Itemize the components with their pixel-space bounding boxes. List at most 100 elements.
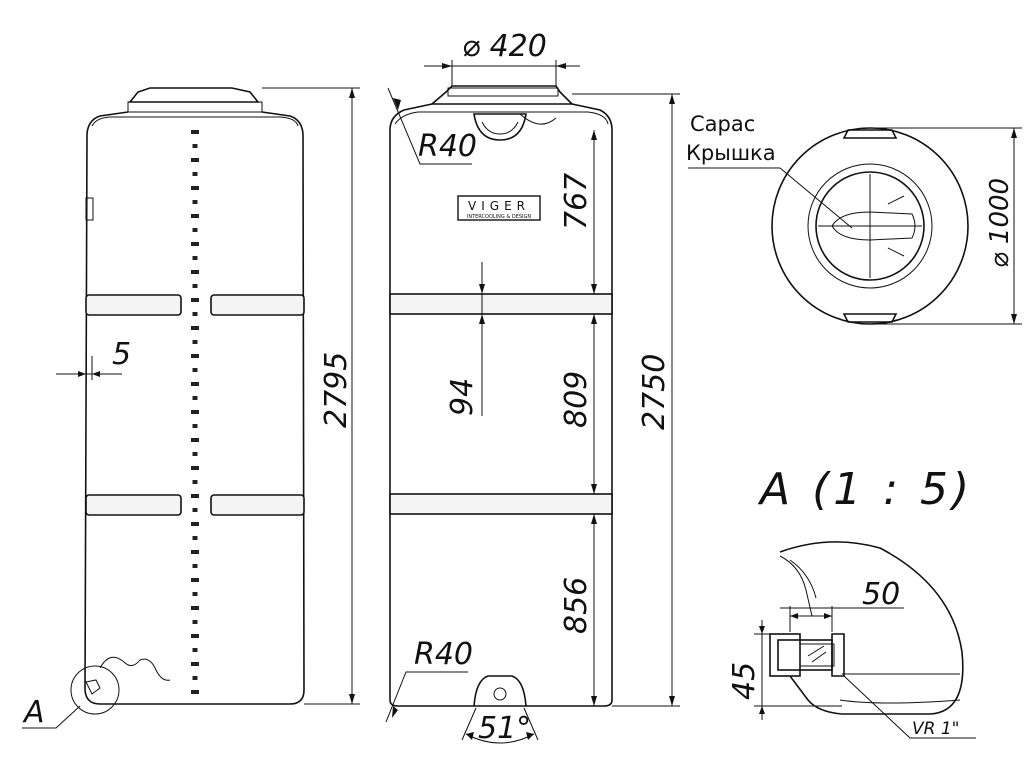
dim-50-label: 50 — [862, 577, 900, 612]
cap-label-line2: Крышка — [686, 141, 776, 165]
r40-bottom-arrow — [392, 706, 398, 718]
level-tick — [192, 368, 198, 372]
logo-text: VIGER — [468, 199, 530, 213]
height-2750-arrow-bottom — [669, 696, 675, 706]
top-handle-upper — [842, 129, 898, 139]
level-tick — [191, 690, 199, 694]
angle-51-arrow-right — [526, 732, 534, 740]
top-view: ⌀ 1000 Сарас Крышка — [686, 112, 1022, 325]
cap-label-leader — [688, 167, 853, 229]
height-2795-arrow-top — [349, 88, 355, 98]
level-tick — [192, 144, 198, 148]
r40-top-leader — [387, 87, 472, 165]
side-band-lower — [389, 493, 613, 515]
cap-label-line1: Сарас — [690, 112, 755, 136]
front-band-lower-right — [210, 494, 305, 516]
angle-51-ext — [461, 707, 539, 741]
level-tick — [191, 130, 199, 134]
level-tick — [191, 410, 199, 414]
dim-45-label: 45 — [727, 662, 762, 700]
wall-arrow-left — [78, 371, 86, 377]
dia-420-arrow-left — [442, 63, 452, 69]
level-tick — [192, 172, 198, 176]
level-tick — [191, 158, 199, 162]
level-tick — [191, 466, 199, 470]
dim-767-arrow-bottom — [591, 284, 597, 294]
top-handle-lower — [842, 313, 898, 323]
side-view: VIGER INTERCOOLING & DESIGN ⌀ 420 R40 R4… — [385, 29, 680, 746]
dim-767-label: 767 — [559, 173, 594, 230]
detail-a-circle — [70, 665, 120, 715]
front-band-upper-left — [85, 294, 182, 316]
level-tick — [192, 564, 198, 568]
level-scale — [191, 130, 199, 694]
logo-subtext: INTERCOOLING & DESIGN — [467, 214, 532, 220]
wall-arrow-right — [92, 371, 100, 377]
dia-420-ext — [451, 60, 557, 86]
dim-809-arrow-bottom — [591, 484, 597, 494]
front-cutaway-edge — [99, 656, 171, 681]
side-tank-outline — [389, 103, 613, 707]
dim-45-arrow-bottom — [759, 706, 765, 714]
dim-94-label: 94 — [445, 378, 480, 416]
level-tick — [191, 242, 199, 246]
level-tick — [192, 424, 198, 428]
front-shoulder — [91, 116, 299, 127]
level-tick — [191, 522, 199, 526]
level-tick — [192, 340, 198, 344]
side-outlet-housing — [473, 675, 527, 707]
side-handle-top-inner — [481, 121, 519, 135]
fitting-thread — [807, 645, 827, 663]
side-lid — [429, 85, 574, 105]
side-handle-top — [473, 113, 527, 141]
side-shoulder — [394, 111, 609, 125]
dim-45-arrow-top — [759, 626, 765, 634]
dim-94-arrow-top — [479, 284, 485, 294]
front-band-upper-right — [210, 294, 305, 316]
level-tick — [191, 550, 199, 554]
dim-767-arrow-top — [591, 130, 597, 140]
vr-label: VR 1" — [912, 719, 959, 739]
top-lid-ring — [807, 163, 933, 289]
angle-51-label: 51° — [478, 711, 531, 746]
wall-dim-ext — [85, 356, 93, 380]
detail-a-callout: A — [22, 695, 45, 730]
level-tick — [191, 578, 199, 582]
detail-title: A (1 : 5) — [757, 464, 973, 515]
logo-box — [457, 195, 541, 221]
level-tick — [192, 200, 198, 204]
dim-50-arrow-right — [824, 613, 832, 619]
level-tick — [192, 676, 198, 680]
vr-leader — [843, 675, 976, 739]
level-tick — [192, 396, 198, 400]
dim-856-arrow-bottom — [591, 696, 597, 706]
level-tick — [192, 648, 198, 652]
height-2795-label: 2795 — [319, 352, 354, 428]
level-tick — [192, 480, 198, 484]
side-lid-curve — [519, 113, 557, 125]
level-tick — [191, 326, 199, 330]
level-tick — [191, 662, 199, 666]
dia-420-arrow-right — [556, 63, 566, 69]
dim-856-label: 856 — [559, 577, 594, 634]
height-2795-arrow-bottom — [349, 694, 355, 704]
dim-809-label: 809 — [559, 371, 594, 428]
front-outlet — [85, 679, 101, 695]
front-lid-rim — [127, 101, 263, 113]
top-lid-ribs — [887, 195, 905, 257]
level-tick — [191, 354, 199, 358]
level-tick — [191, 298, 199, 302]
level-tick — [191, 214, 199, 218]
level-tick — [192, 592, 198, 596]
r40-bottom-leader — [385, 671, 468, 723]
dim-809-arrow-top — [591, 314, 597, 324]
side-band-upper — [389, 293, 613, 315]
level-tick — [191, 634, 199, 638]
level-tick — [192, 284, 198, 288]
front-label-box — [85, 197, 94, 221]
wall-dim-label: 5 — [112, 337, 131, 372]
r40-top-label: R40 — [418, 129, 477, 164]
level-tick — [192, 228, 198, 232]
height-2750-ext — [572, 93, 680, 707]
